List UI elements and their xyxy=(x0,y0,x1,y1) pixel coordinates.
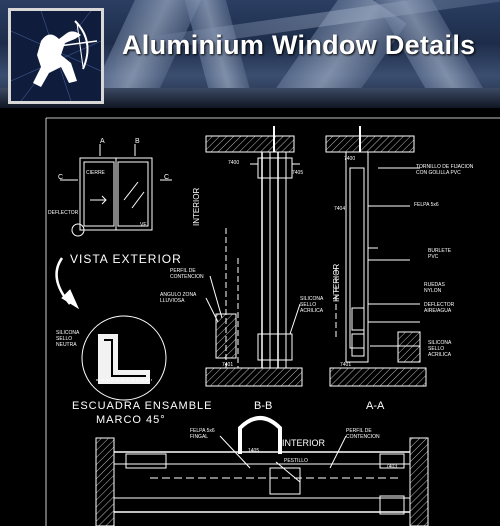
label-section-bb: B-B xyxy=(254,400,273,412)
label-ruedas: RUEDAS NYLON xyxy=(424,282,445,294)
label-burlete: BURLETE PVC xyxy=(428,248,452,260)
label-cierre: CIERRE xyxy=(86,170,105,176)
label-c-2: C xyxy=(164,174,170,181)
header-strip xyxy=(0,88,500,108)
archer-icon xyxy=(10,10,102,102)
label-perfil-contencion-2: PERFIL DE CONTENCION xyxy=(346,428,380,440)
label-marco: MARCO 45° xyxy=(96,414,166,426)
label-pestillo: PESTILLO xyxy=(284,458,308,464)
label-angulo-zona: ANGULO ZONA LLUVIOSA xyxy=(160,292,197,304)
label-deflector-aire: DEFLECTOR AIRE/AGUA xyxy=(424,302,455,314)
label-perfil-contencion: PERFIL DE CONTENCION xyxy=(170,268,204,280)
label-escuadra: ESCUADRA ENSAMBLE xyxy=(72,400,213,412)
label-interior-3: INTERIOR xyxy=(282,438,326,448)
label-deflector: DEFLECTOR xyxy=(48,210,79,216)
label-n7400-1: 7400 xyxy=(228,160,240,166)
label-felpa: FELPA 5x6 xyxy=(414,202,439,208)
label-silicona-neutra: SILICONA SELLO NEUTRA xyxy=(56,330,80,348)
label-c-1: C xyxy=(58,174,64,181)
label-interior-1: INTERIOR xyxy=(192,187,201,226)
logo xyxy=(8,8,104,104)
label-silicona-acrilica: SILICONA SELLO ACRILICA xyxy=(300,296,324,314)
label-n7404: 7404 xyxy=(334,206,346,212)
label-a-1: A xyxy=(100,138,105,145)
cad-drawing xyxy=(45,117,500,526)
label-vf: VF xyxy=(140,222,147,228)
label-section-aa: A-A xyxy=(366,400,385,412)
page-title: Aluminium Window Details xyxy=(122,30,476,60)
label-n7401-2: 7401 xyxy=(340,362,352,368)
label-silicona-acrilica-2: SILICONA SELLO ACRILICA xyxy=(428,340,452,358)
label-b-1: B xyxy=(135,138,140,145)
label-n1405: 1405 xyxy=(248,448,260,454)
label-n7400-2: 7400 xyxy=(344,156,356,162)
label-tornillo: TORNILLO DE FIJACION CON GOLILLA PVC xyxy=(416,164,474,176)
label-vista-exterior: VISTA EXTERIOR xyxy=(70,252,182,266)
label-felpa-fingal: FELPA 5x6 FINGAL xyxy=(190,428,215,440)
label-n7401-1: 7401 xyxy=(222,362,234,368)
label-n7405: 7405 xyxy=(292,170,304,176)
label-n7403: 7403 xyxy=(386,464,398,470)
